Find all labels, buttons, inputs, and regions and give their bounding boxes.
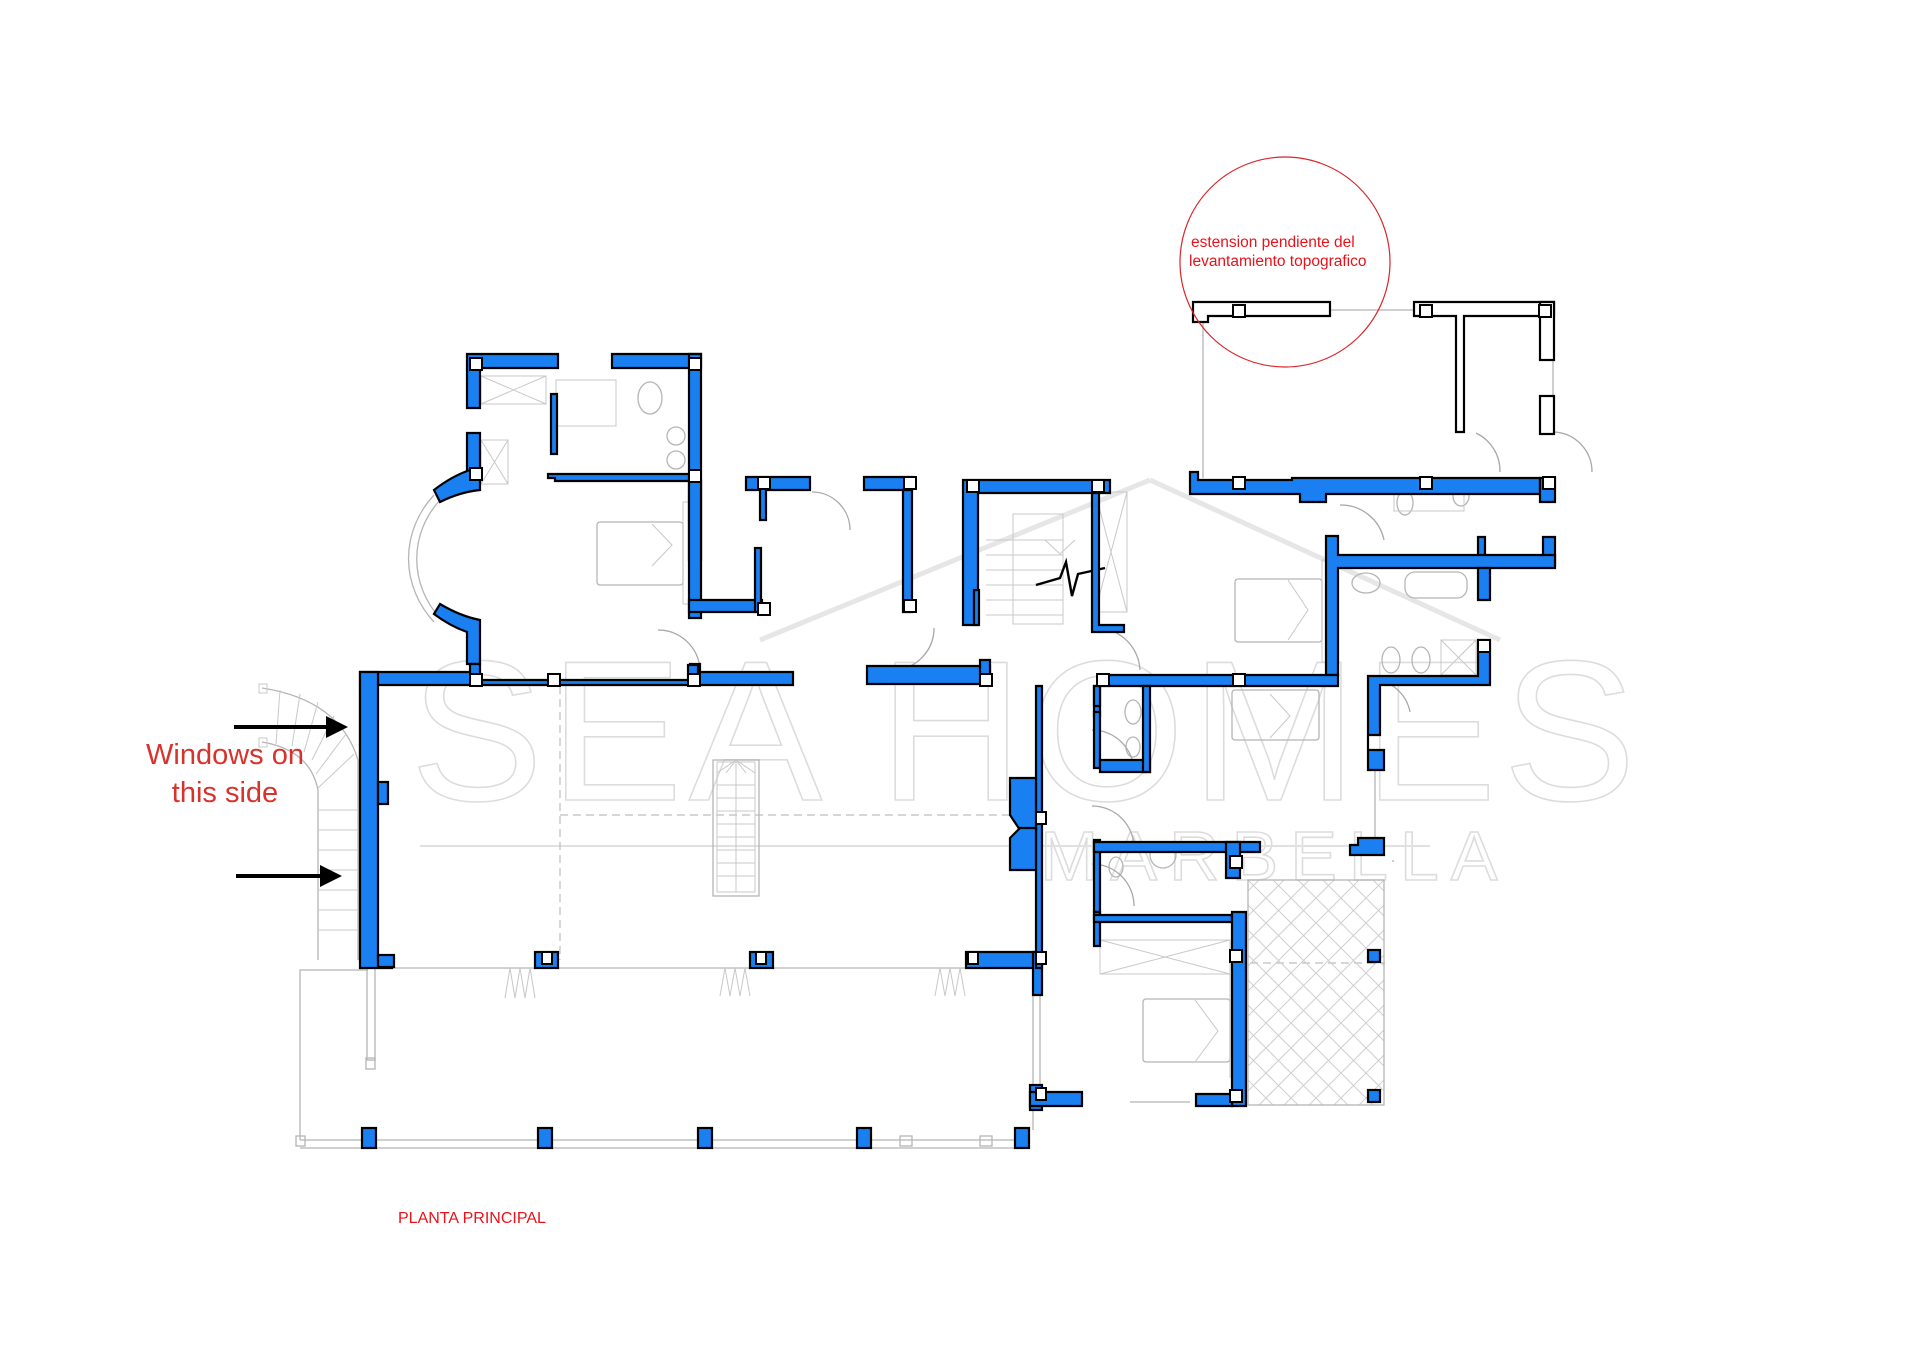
arrow-icon: [234, 716, 348, 738]
extension-walls: [1191, 300, 1556, 436]
walls: [358, 352, 1557, 1150]
windows-note: Windows on this side: [146, 736, 304, 812]
extension-note-line1: estension pendiente del: [1191, 234, 1355, 251]
structural-columns: [469, 304, 1556, 1103]
extension-note-line2: levantamiento topografico: [1189, 253, 1367, 270]
svg-text:MARBELLA: MARBELLA: [1040, 817, 1509, 895]
bed-icon: [596, 501, 702, 605]
plan-title: PLANTA PRINCIPAL: [398, 1210, 546, 1227]
arrow-icon: [236, 865, 342, 887]
extension-note: estension pendiente del levantamiento to…: [1189, 233, 1367, 271]
windows-note-line1: Windows on: [146, 739, 304, 771]
bed-icon: [1231, 689, 1320, 741]
fixtures-and-guides: [258, 309, 1593, 1149]
annotation-circle: [1179, 156, 1391, 368]
terrace-hatch: [1247, 879, 1385, 1106]
bed-icon: [1142, 974, 1243, 1078]
windows-note-line2: this side: [171, 777, 279, 809]
